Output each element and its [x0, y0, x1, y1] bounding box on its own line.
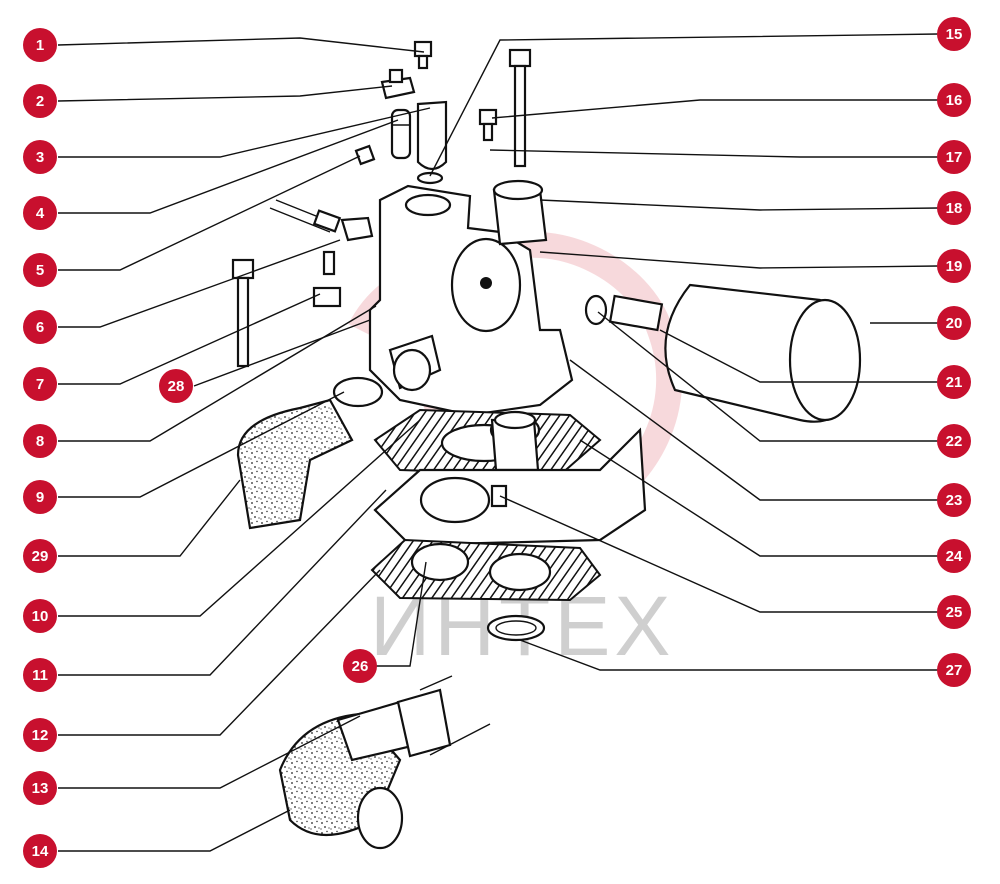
- callout-badge-20: 20: [937, 306, 971, 340]
- callout-number: 8: [36, 433, 44, 450]
- callout-badge-15: 15: [937, 17, 971, 51]
- callout-number: 17: [946, 149, 963, 166]
- callout-badge-19: 19: [937, 249, 971, 283]
- callout-badge-5: 5: [23, 253, 57, 287]
- callout-badge-16: 16: [937, 83, 971, 117]
- callout-number: 16: [946, 92, 963, 109]
- callout-badge-26: 26: [343, 649, 377, 683]
- callout-badge-24: 24: [937, 539, 971, 573]
- callout-number: 29: [32, 548, 49, 565]
- callout-number: 23: [946, 492, 963, 509]
- callout-number: 11: [32, 667, 48, 684]
- callout-number: 7: [36, 376, 44, 393]
- callout-badge-18: 18: [937, 191, 971, 225]
- callout-badge-27: 27: [937, 653, 971, 687]
- callout-number: 2: [36, 93, 44, 110]
- callout-number: 24: [946, 548, 963, 565]
- callout-badge-4: 4: [23, 196, 57, 230]
- callout-number: 10: [32, 608, 49, 625]
- callout-number: 6: [36, 319, 44, 336]
- callout-badges: 1234567891011121314151617181920212223242…: [23, 17, 971, 868]
- callout-badge-9: 9: [23, 480, 57, 514]
- callout-number: 21: [946, 374, 963, 391]
- callout-badge-3: 3: [23, 140, 57, 174]
- callout-number: 28: [168, 378, 185, 395]
- callout-number: 25: [946, 604, 963, 621]
- callout-number: 19: [946, 258, 963, 275]
- callout-number: 14: [32, 843, 49, 860]
- callout-badge-25: 25: [937, 595, 971, 629]
- leader-lines: [57, 33, 939, 852]
- callout-number: 9: [36, 489, 44, 506]
- callout-badge-13: 13: [23, 771, 57, 805]
- callout-number: 5: [36, 262, 44, 279]
- callout-number: 3: [36, 149, 44, 166]
- callout-number: 1: [36, 37, 44, 54]
- callout-badge-29: 29: [23, 539, 57, 573]
- callout-number: 20: [946, 315, 963, 332]
- callout-number: 13: [32, 780, 49, 797]
- callout-badge-28: 28: [159, 369, 193, 403]
- callout-number: 18: [946, 200, 963, 217]
- callout-badge-17: 17: [937, 140, 971, 174]
- callout-number: 15: [946, 26, 963, 43]
- callout-badge-10: 10: [23, 599, 57, 633]
- callout-number: 27: [946, 662, 963, 679]
- callout-badge-8: 8: [23, 424, 57, 458]
- callout-badge-1: 1: [23, 28, 57, 62]
- callout-badge-7: 7: [23, 367, 57, 401]
- callout-number: 12: [32, 727, 49, 744]
- parts-drawing: [231, 40, 862, 850]
- callout-number: 22: [946, 433, 963, 450]
- callout-badge-22: 22: [937, 424, 971, 458]
- callout-number: 4: [36, 205, 45, 222]
- callout-badge-21: 21: [937, 365, 971, 399]
- callout-number: 26: [352, 658, 369, 675]
- callout-badge-6: 6: [23, 310, 57, 344]
- callout-badge-11: 11: [23, 658, 57, 692]
- callout-badge-2: 2: [23, 84, 57, 118]
- callout-badge-14: 14: [23, 834, 57, 868]
- callout-badge-12: 12: [23, 718, 57, 752]
- callout-badge-23: 23: [937, 483, 971, 517]
